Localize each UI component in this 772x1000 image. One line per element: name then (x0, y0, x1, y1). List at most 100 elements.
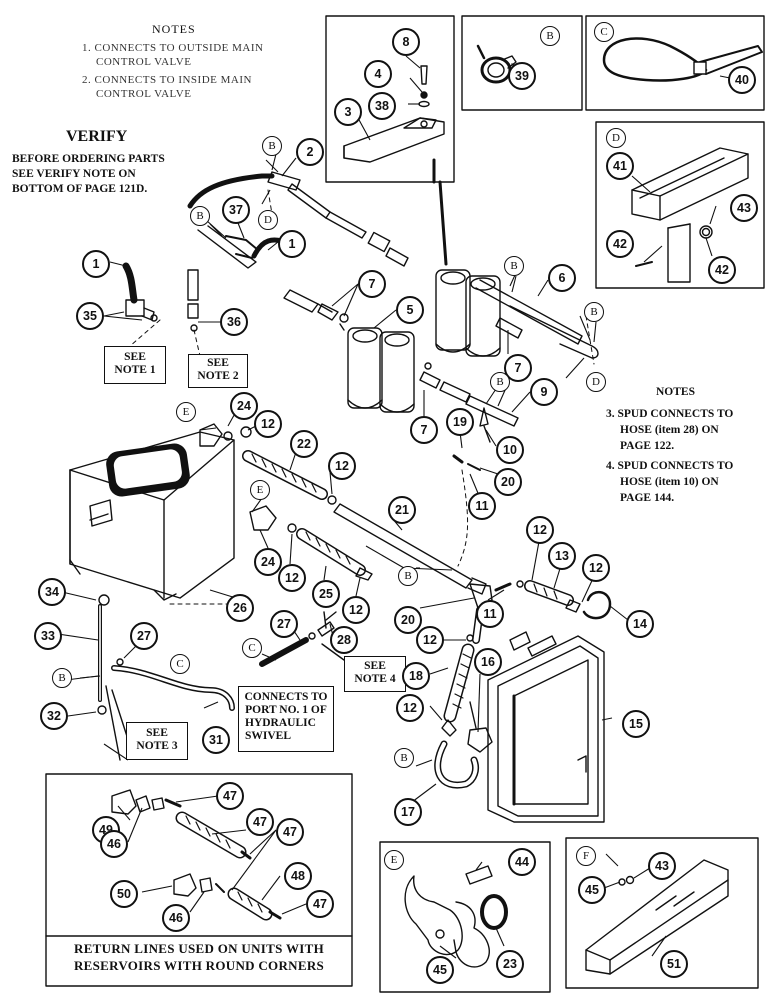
letter-b-hose-17: B (394, 748, 414, 768)
letter-c-inset: C (594, 22, 614, 42)
callout-24-upper: 24 (230, 392, 258, 420)
port-note-box: CONNECTS TO PORT NO. 1 OF HYDRAULIC SWIV… (238, 686, 334, 752)
verify-title: VERIFY (66, 128, 128, 145)
callout-26: 26 (226, 594, 254, 622)
callout-13: 13 (548, 542, 576, 570)
port-note-line-4: SWIVEL (245, 730, 292, 742)
callout-11-lower: 11 (476, 600, 504, 628)
see-note-2-box: SEE NOTE 2 (188, 354, 248, 388)
note-2-line-1: 2. CONNECTS TO INSIDE MAIN (82, 74, 252, 86)
fitting-34 (187, 269, 199, 301)
callout-4: 5 (396, 296, 424, 324)
callout-1-upper: 1 (278, 230, 306, 258)
callout-12-f: 12 (582, 554, 610, 582)
callout-47-a: 47 (216, 782, 244, 810)
note-3-line-2: HOSE (item 28) ON (620, 424, 719, 436)
port-note-line-1: CONNECTS TO (244, 691, 328, 703)
hose-upper (187, 173, 275, 209)
flange-45-b (453, 901, 490, 968)
return-lines-caption: RETURN LINES USED ON UNITS WITH RESERVOI… (46, 940, 352, 974)
note-3-line-1: 3. SPUD CONNECTS TO (606, 408, 734, 420)
callout-40: 42 (606, 230, 634, 258)
bolt-5 (420, 65, 428, 85)
letter-d-inset: D (606, 128, 626, 148)
elbow-24-lower (249, 505, 277, 531)
see-note-1-line-2: NOTE 1 (114, 364, 156, 376)
callout-49: 48 (284, 862, 312, 890)
see-note-3-box: SEE NOTE 3 (126, 722, 188, 760)
note-4-line-3: PAGE 144. (620, 492, 675, 504)
o-ring-23 (480, 894, 508, 930)
hose-27-right (259, 637, 309, 667)
tube-35 (197, 225, 257, 269)
washer-36 (418, 100, 430, 108)
inset-box-mounting-plate (325, 15, 455, 183)
letter-d-loop: D (586, 372, 606, 392)
see-note-4-line-1: SEE (364, 660, 386, 672)
bolt-43 (465, 865, 493, 885)
callout-45: 45 (426, 956, 454, 984)
callout-47-b: 47 (276, 818, 304, 846)
port-note-line-2: PORT NO. 1 OF (245, 704, 327, 716)
hose-1-left (122, 262, 138, 304)
callout-12-h: 12 (396, 694, 424, 722)
letter-c-hose: C (170, 654, 190, 674)
callout-46-upper: 46 (100, 830, 128, 858)
channel-bracket (631, 147, 749, 197)
flange-45-a (404, 875, 463, 956)
radiator-cooler (487, 635, 605, 823)
callout-8: 4 (364, 60, 392, 88)
return-caption-line-2: RESERVOIRS WITH ROUND CORNERS (73, 958, 325, 973)
callout-39: 41 (606, 152, 634, 180)
hose-c (111, 665, 235, 711)
inset-box-e-elbow (379, 841, 551, 993)
callout-51: 51 (660, 950, 688, 978)
letter-b-loop: B (584, 302, 604, 322)
verify-line-1: BEFORE ORDERING PARTS (12, 153, 165, 165)
callout-1-left: 1 (82, 250, 110, 278)
callout-41: 42 (708, 256, 736, 284)
letter-e-lower: E (250, 480, 270, 500)
callout-48: 47 (246, 808, 274, 836)
letter-b-rod: B (52, 668, 72, 688)
callout-30: 32 (40, 702, 68, 730)
elbow-50-upper (111, 789, 137, 815)
callout-7-a: 7 (358, 270, 386, 298)
mounting-plate (343, 117, 445, 163)
callout-25: 25 (312, 580, 340, 608)
callout-38: 40 (728, 66, 756, 94)
callout-2: 2 (296, 138, 324, 166)
elbow-14 (582, 591, 612, 620)
callout-46-lower: 46 (162, 904, 190, 932)
letter-b-inset: B (540, 26, 560, 46)
elbow-50-lower (173, 873, 197, 897)
callout-21: 21 (388, 496, 416, 524)
callout-7-c: 7 (410, 416, 438, 444)
see-note-1-box: SEE NOTE 1 (104, 346, 166, 384)
verify-line-3: BOTTOM OF PAGE 121D. (12, 183, 148, 195)
see-note-2-line-2: NOTE 2 (197, 370, 239, 382)
letter-d-hose: D (258, 210, 278, 230)
callout-42-d: 43 (730, 194, 758, 222)
callout-33: 35 (76, 302, 104, 330)
note-1-line-2: CONTROL VALVE (96, 56, 192, 68)
callout-15: 15 (622, 710, 650, 738)
see-note-4-box: SEE NOTE 4 (344, 656, 406, 692)
see-note-1-line-1: SEE (124, 351, 146, 363)
callout-24-lower: 24 (254, 548, 282, 576)
callout-35: 37 (222, 196, 250, 224)
callout-19: 19 (446, 408, 474, 436)
verify-line-2: SEE VERIFY NOTE ON (12, 168, 136, 180)
see-note-3-line-2: NOTE 3 (136, 740, 178, 752)
callout-12-d: 12 (342, 596, 370, 624)
callout-28: 28 (330, 626, 358, 654)
note-3-line-3: PAGE 122. (620, 440, 675, 452)
note-4-line-1: 4. SPUD CONNECTS TO (606, 460, 734, 472)
callout-16: 16 (474, 648, 502, 676)
callout-12-e: 12 (526, 516, 554, 544)
letter-b-pipe: B (504, 256, 524, 276)
cable-tie (602, 37, 708, 82)
inset-box-f-bracket (565, 837, 759, 989)
filter-canister-2 (435, 269, 471, 351)
